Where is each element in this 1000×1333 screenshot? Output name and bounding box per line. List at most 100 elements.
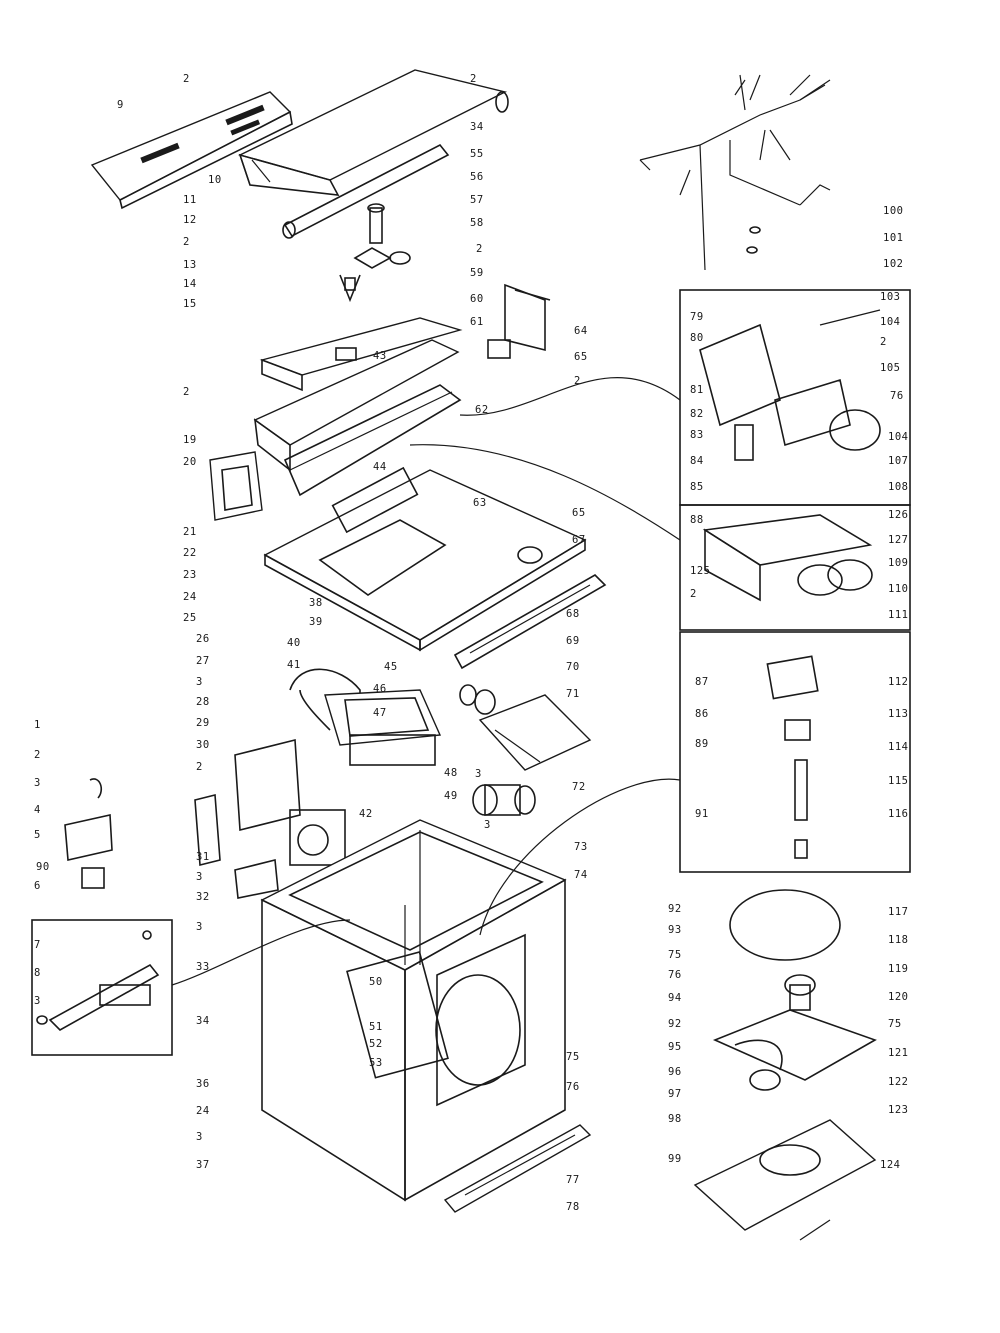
part-label: 97: [668, 1088, 682, 1100]
part-label: 95: [668, 1041, 682, 1053]
part-label: 3: [34, 995, 41, 1007]
part-label: 59: [470, 267, 484, 279]
part-label: 55: [470, 148, 484, 160]
part-label: 48: [444, 767, 458, 779]
part-label: 27: [196, 655, 210, 667]
part-label: 85: [690, 481, 704, 493]
part-label: 122: [888, 1076, 908, 1088]
wiring-harness: [639, 74, 831, 271]
part-label: 34: [196, 1015, 210, 1027]
part-label: 70: [566, 661, 580, 673]
part-label: 41: [287, 659, 301, 671]
part-label: 36: [196, 1078, 210, 1090]
switch-block-inset: [679, 504, 911, 631]
pump-motor: [472, 784, 536, 816]
part-label: 56: [470, 171, 484, 183]
part-label: 2: [196, 761, 203, 773]
part-label: 101: [883, 232, 903, 244]
part-label: 52: [369, 1038, 383, 1050]
part-label: 102: [883, 258, 903, 270]
part-label: 8: [34, 967, 41, 979]
part-label: 114: [888, 741, 908, 753]
part-label: 109: [888, 557, 908, 569]
part-label: 124: [880, 1159, 900, 1171]
part-label: 14: [183, 278, 197, 290]
part-label: 83: [690, 429, 704, 441]
part-label: 49: [444, 790, 458, 802]
part-label: 24: [196, 1105, 210, 1117]
side-bracket-assembly: [194, 738, 346, 899]
part-label: 39: [309, 616, 323, 628]
part-label: 82: [690, 408, 704, 420]
part-label: 31: [196, 851, 210, 863]
part-label: 62: [475, 404, 489, 416]
part-label: 33: [196, 961, 210, 973]
part-label: 92: [668, 903, 682, 915]
part-label: 90: [36, 861, 50, 873]
part-label: 10: [208, 174, 222, 186]
part-label: 15: [183, 298, 197, 310]
part-label: 67: [572, 534, 586, 546]
part-label: 24: [183, 591, 197, 603]
part-label: 3: [196, 676, 203, 688]
part-label: 80: [690, 332, 704, 344]
part-label: 111: [888, 609, 908, 621]
motor-cover: [693, 1119, 877, 1241]
filter-housing: [459, 684, 592, 771]
part-label: 71: [566, 688, 580, 700]
part-label: 93: [668, 924, 682, 936]
part-label: 75: [888, 1018, 902, 1030]
part-label: 91: [695, 808, 709, 820]
part-label: 25: [183, 612, 197, 624]
part-label: 78: [566, 1201, 580, 1213]
part-label: 100: [883, 205, 903, 217]
sensor-inset: [679, 631, 911, 873]
part-label: 115: [888, 775, 908, 787]
part-number-labels: 2910111221314152192021222324252345556575…: [34, 73, 908, 1213]
part-label: 44: [373, 461, 387, 473]
part-label: 121: [888, 1047, 908, 1059]
switch-inset: [31, 919, 173, 1056]
part-label: 3: [475, 768, 482, 780]
part-label: 2: [690, 588, 697, 600]
part-label: 92: [668, 1018, 682, 1030]
part-label: 86: [695, 708, 709, 720]
part-label: 29: [196, 717, 210, 729]
part-label: 46: [373, 683, 387, 695]
part-label: 30: [196, 739, 210, 751]
part-label: 60: [470, 293, 484, 305]
cabinet-top: [263, 466, 587, 652]
part-label: 110: [888, 583, 908, 595]
part-label: 11: [183, 194, 197, 206]
kick-plate: [443, 1124, 592, 1213]
part-label: 127: [888, 534, 908, 546]
part-label: 3: [484, 819, 491, 831]
part-label: 19: [183, 434, 197, 446]
part-label: 104: [888, 431, 908, 443]
part-label: 88: [690, 514, 704, 526]
part-label: 64: [574, 325, 588, 337]
part-label: 2: [880, 336, 887, 348]
part-label: 61: [470, 316, 484, 328]
part-label: 34: [470, 121, 484, 133]
part-label: 79: [690, 311, 704, 323]
part-label: 99: [668, 1153, 682, 1165]
part-label: 107: [888, 455, 908, 467]
part-label: 45: [384, 661, 398, 673]
part-label: 26: [196, 633, 210, 645]
part-label: 63: [473, 497, 487, 509]
top-cover-panel: [238, 69, 508, 196]
leader-lines: [171, 377, 681, 986]
part-label: 76: [566, 1081, 580, 1093]
part-label: 3: [196, 871, 203, 883]
part-label: 94: [668, 992, 682, 1004]
part-label: 2: [34, 749, 41, 761]
part-label: 81: [690, 384, 704, 396]
part-label: 3: [34, 777, 41, 789]
part-label: 75: [566, 1051, 580, 1063]
part-label: 65: [572, 507, 586, 519]
part-label: 51: [369, 1021, 383, 1033]
part-label: 42: [359, 808, 373, 820]
part-label: 37: [196, 1159, 210, 1171]
